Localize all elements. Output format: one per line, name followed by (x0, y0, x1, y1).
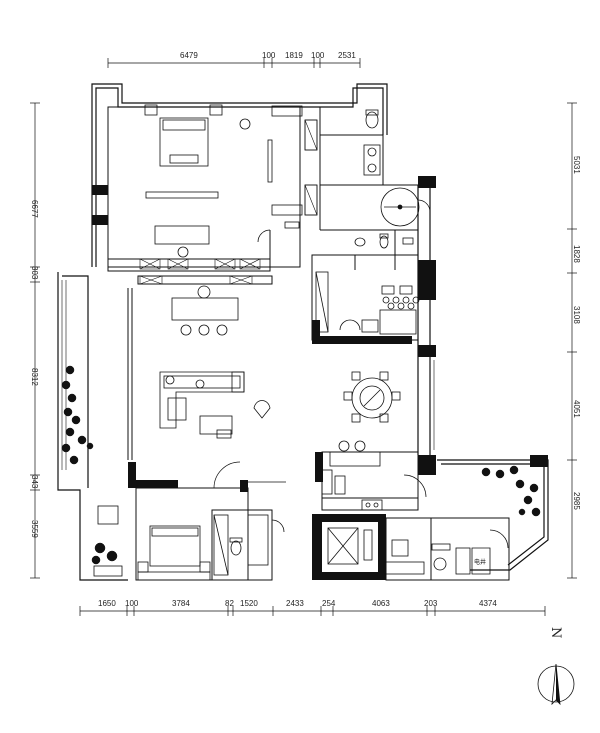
dim-left-3: 8312 (30, 368, 39, 386)
dim-left-1: 6677 (30, 200, 39, 218)
right-dimension-chain (567, 102, 577, 579)
entry-fixtures (383, 529, 509, 575)
dim-bottom-8: 4063 (372, 599, 390, 608)
windows (61, 280, 435, 470)
dim-right-1: 5031 (572, 156, 581, 174)
bottom-dimension-chain (79, 606, 546, 616)
kitchen-counter (321, 440, 383, 511)
interior-walls (107, 106, 510, 581)
dim-top-4: 100 (311, 51, 325, 60)
dim-bottom-6: 2433 (286, 599, 304, 608)
north-arrow-icon (537, 663, 575, 706)
dim-right-5: 2985 (572, 492, 581, 510)
dim-bottom-3: 3784 (172, 599, 190, 608)
master-bathroom-fixtures (354, 109, 420, 249)
dim-bottom-7: 254 (322, 599, 336, 608)
doors (213, 199, 431, 498)
dim-bottom-10: 4374 (479, 599, 497, 608)
living-room-furniture (159, 285, 271, 439)
master-room-details (145, 105, 318, 258)
dim-bottom-5: 1520 (240, 599, 258, 608)
top-dimension-chain (107, 58, 361, 68)
dining-table (343, 371, 401, 423)
dim-right-2: 1828 (572, 245, 581, 263)
left-dimension-chain (30, 102, 40, 579)
dim-left-2: 303 (30, 266, 39, 280)
elevator-shaft (327, 527, 373, 565)
planter-plants (61, 365, 541, 565)
dim-bottom-4: 82 (225, 599, 234, 608)
master-bed (144, 104, 223, 167)
dim-top-5: 2531 (338, 51, 356, 60)
second-bathroom-fixtures (213, 514, 285, 576)
north-label: N (548, 627, 563, 638)
utility-room-fixtures (315, 271, 420, 335)
balcony-furniture (93, 505, 123, 577)
dim-bottom-9: 203 (424, 599, 438, 608)
electrical-shaft-label: 电井 (474, 558, 486, 566)
dim-top-2: 100 (262, 51, 276, 60)
second-bedroom-bed (137, 525, 211, 581)
dim-left-4: 343 (30, 475, 39, 489)
dim-right-3: 3108 (572, 306, 581, 324)
dim-left-5: 3559 (30, 520, 39, 538)
dim-top-3: 1819 (285, 51, 303, 60)
dim-bottom-2: 100 (125, 599, 139, 608)
master-closet-hatch (139, 119, 318, 285)
dim-right-4: 4051 (572, 400, 581, 418)
dim-top-1: 6479 (180, 51, 198, 60)
dim-bottom-1: 1650 (98, 599, 116, 608)
